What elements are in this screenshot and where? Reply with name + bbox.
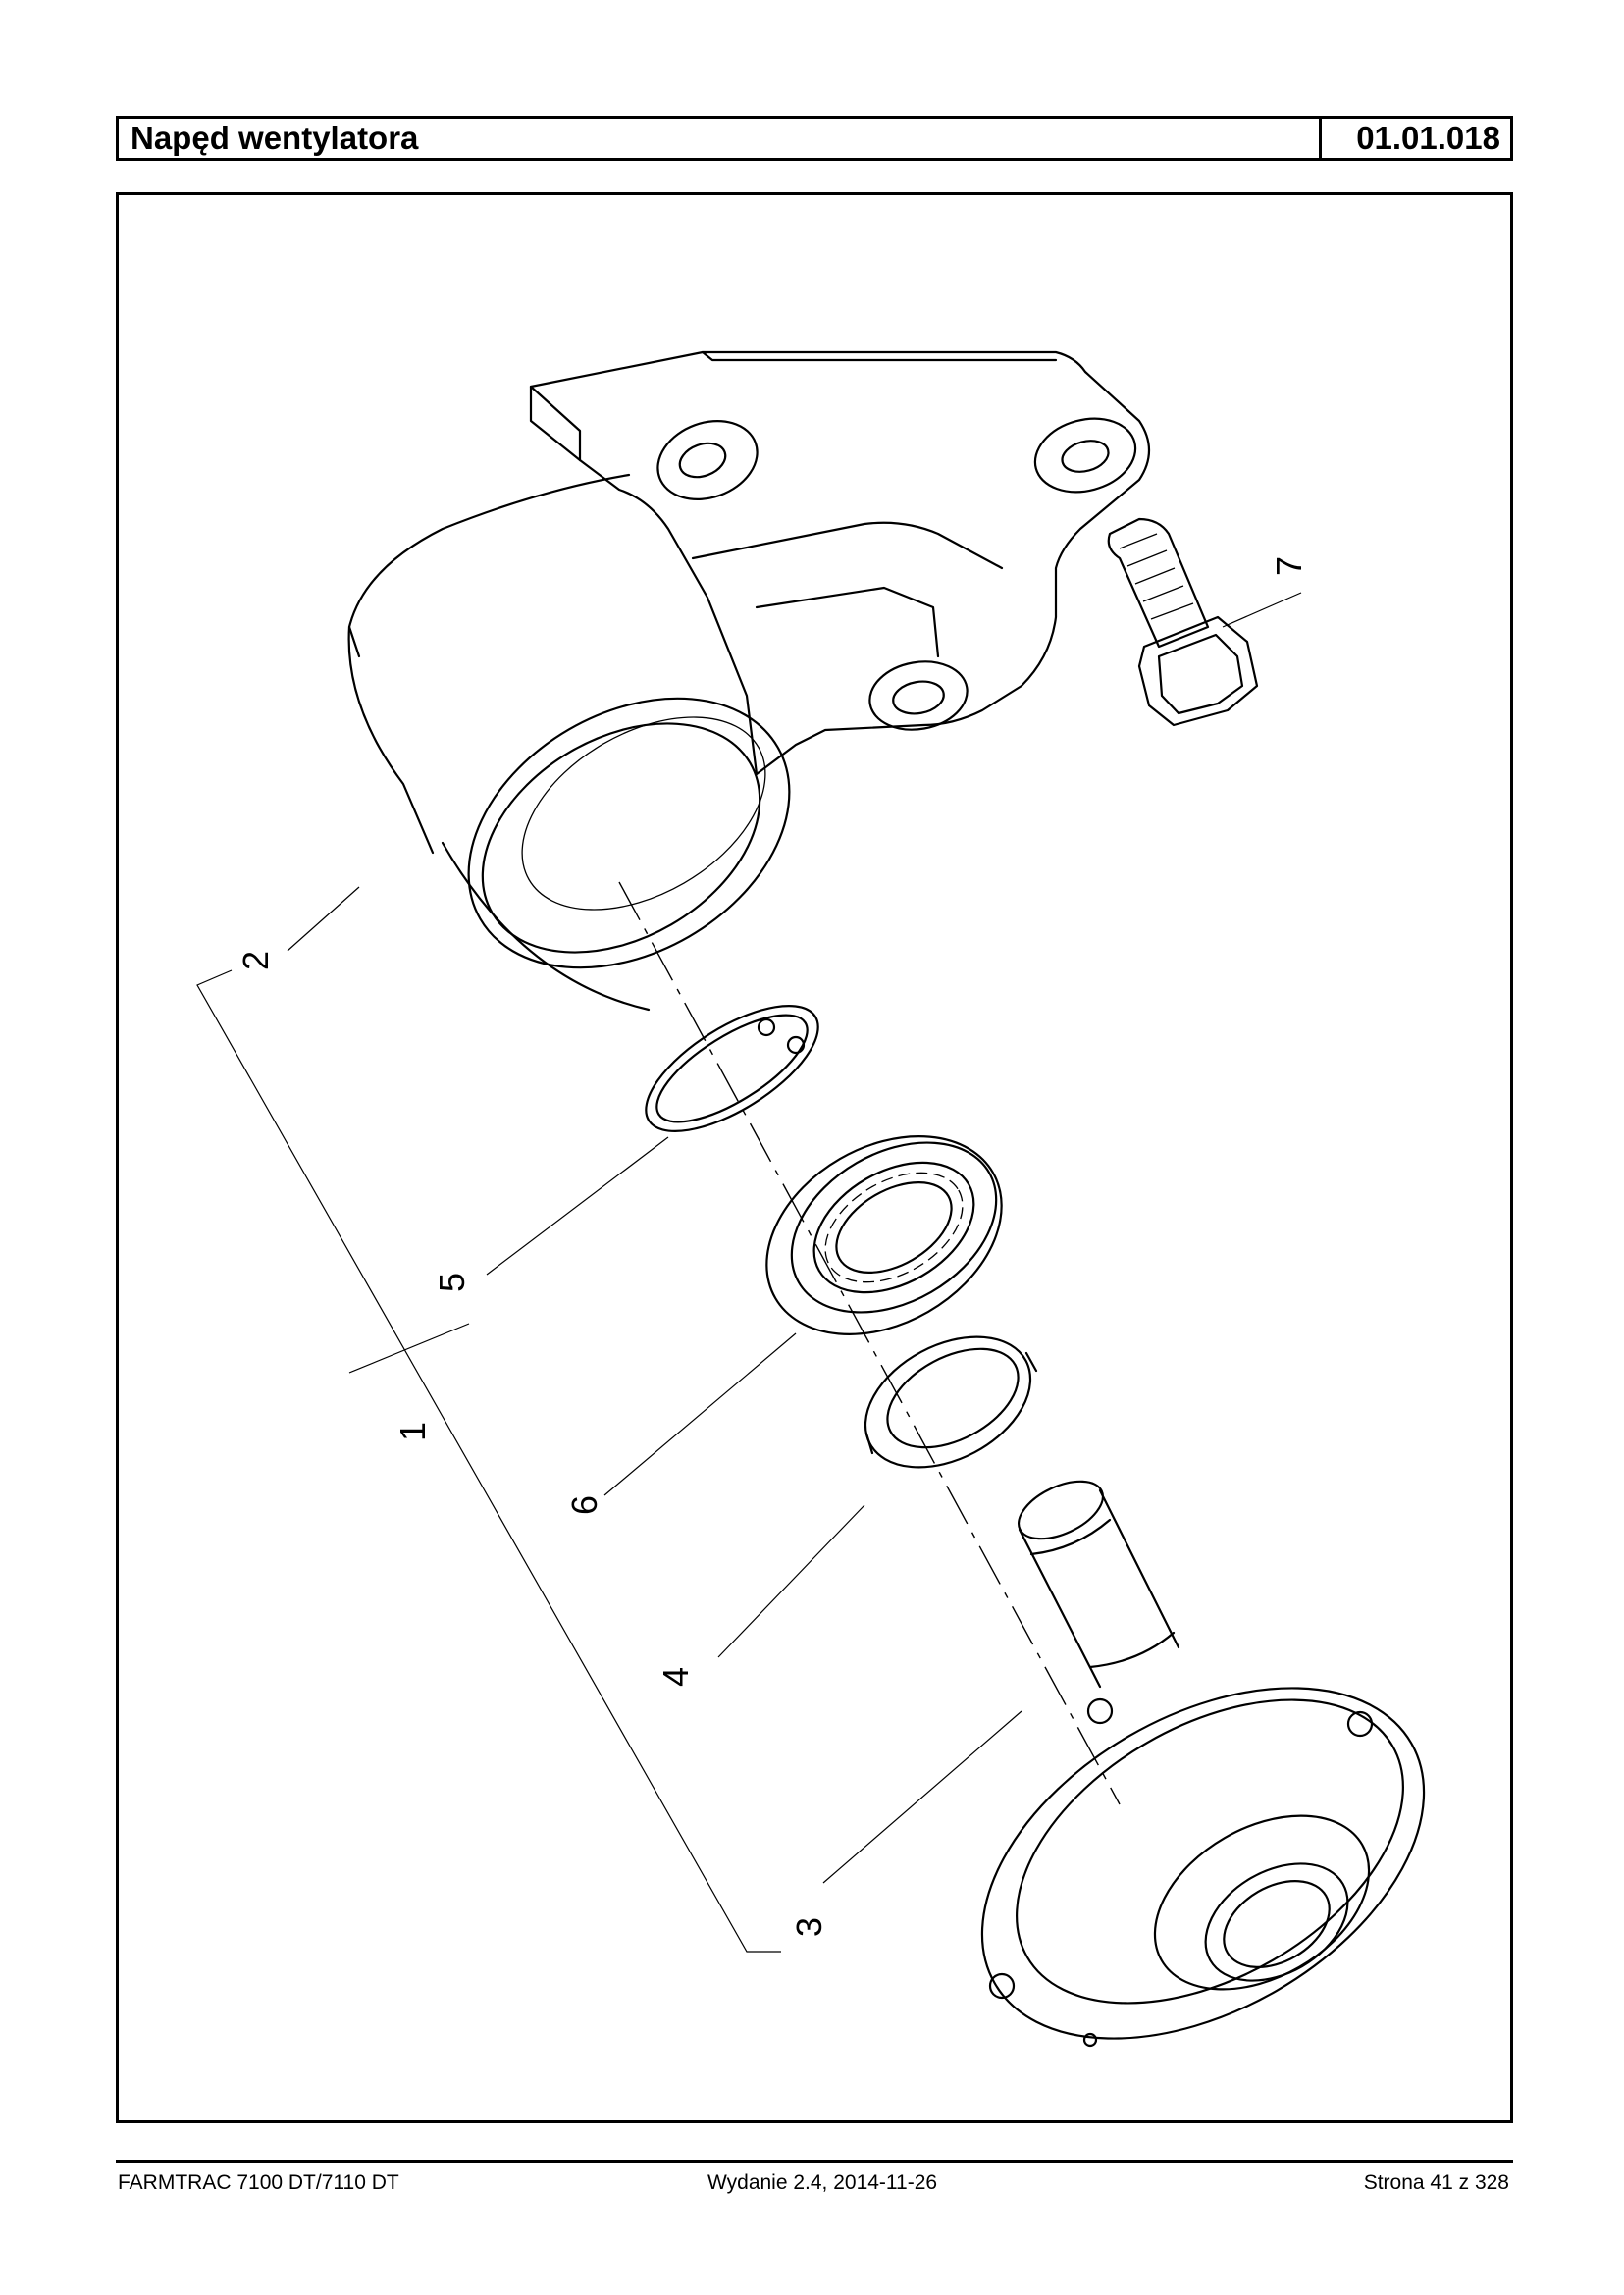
page-header: Napęd wentylatora 01.01.018 bbox=[116, 116, 1513, 161]
footer-page-number: Strona 41 z 328 bbox=[1363, 2171, 1509, 2194]
callout-3: 3 bbox=[789, 1917, 829, 1937]
part-circlip bbox=[645, 1005, 819, 1132]
leader-2 bbox=[287, 886, 360, 952]
part-shaft-hub bbox=[980, 1480, 1426, 2048]
part-bearing bbox=[765, 1135, 1003, 1335]
section-code: 01.01.018 bbox=[1356, 120, 1500, 156]
fan-drive-exploded-diagram: 1 2 3 4 5 6 7 bbox=[196, 350, 1426, 2048]
leader-6 bbox=[603, 1332, 797, 1496]
footer-rule bbox=[116, 2160, 1513, 2163]
callout-7: 7 bbox=[1269, 556, 1309, 576]
callout-4: 4 bbox=[655, 1667, 696, 1687]
callout-2: 2 bbox=[236, 951, 276, 970]
callout-5: 5 bbox=[432, 1273, 472, 1292]
leader-1 bbox=[348, 1323, 470, 1374]
callout-6: 6 bbox=[564, 1495, 604, 1515]
footer-edition: Wydanie 2.4, 2014-11-26 bbox=[707, 2171, 938, 2194]
exploded-view-drawing: 1 2 3 4 5 6 7 bbox=[116, 192, 1513, 2123]
leader-5 bbox=[486, 1136, 669, 1276]
leader-3 bbox=[822, 1710, 1022, 1884]
page-title: Napęd wentylatora bbox=[119, 119, 1322, 158]
assembly-bracket bbox=[196, 969, 781, 1953]
footer-model: FARMTRAC 7100 DT/7110 DT bbox=[118, 2171, 399, 2194]
callout-1: 1 bbox=[393, 1422, 433, 1441]
leader-7 bbox=[1222, 592, 1302, 628]
part-housing bbox=[347, 350, 1150, 1012]
leader-4 bbox=[717, 1504, 865, 1658]
assembly-axis bbox=[618, 881, 1121, 1805]
part-spacer-ring bbox=[864, 1335, 1038, 1469]
